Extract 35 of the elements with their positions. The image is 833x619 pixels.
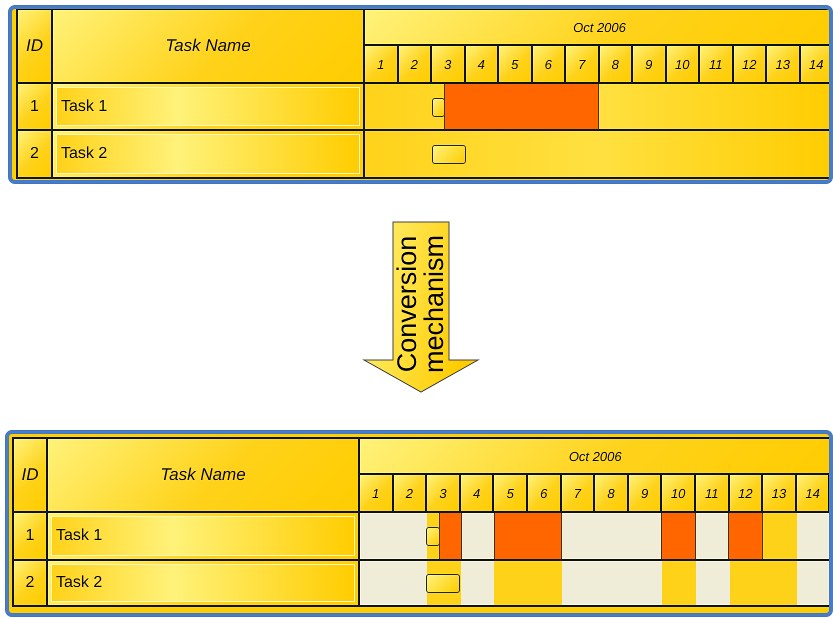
column-header: Task Name (51, 9, 365, 84)
day-header: 14 (798, 44, 829, 84)
row-id: 1 (12, 511, 48, 561)
day-header: 1 (363, 44, 398, 84)
day-header: 9 (631, 44, 666, 84)
month-header: Oct 2006 (358, 437, 829, 475)
gantt-table (5, 430, 833, 617)
day-header: 10 (660, 473, 696, 513)
row-id: 2 (12, 559, 48, 607)
month-header: Oct 2006 (363, 9, 829, 46)
day-header: 7 (564, 44, 600, 84)
block-arrow (362, 222, 480, 393)
day-header: 1 (358, 473, 394, 513)
day-header: 11 (694, 473, 730, 513)
column-header: Task Name (46, 437, 360, 513)
day-header: 14 (794, 473, 829, 513)
column-header: ID (16, 9, 53, 84)
column-header: ID (12, 437, 48, 513)
day-header: 13 (761, 473, 797, 513)
day-header: 11 (698, 44, 734, 84)
edge-label: Conversion mechanism (394, 234, 448, 374)
task-name-field: Task 2 (56, 134, 360, 174)
day-header: 5 (497, 44, 532, 84)
day-header: 8 (593, 473, 629, 513)
row-id: 2 (16, 129, 53, 179)
row-id: 1 (16, 82, 53, 131)
day-header: 3 (430, 44, 466, 84)
day-header: 5 (492, 473, 528, 513)
day-header: 6 (526, 473, 562, 513)
task-name-field: Task 1 (56, 87, 360, 126)
day-header: 13 (765, 44, 800, 84)
task-name-field: Task 1 (51, 516, 355, 556)
day-header: 3 (425, 473, 461, 513)
gantt-table (8, 5, 833, 184)
task-name-field: Task 2 (51, 564, 355, 602)
